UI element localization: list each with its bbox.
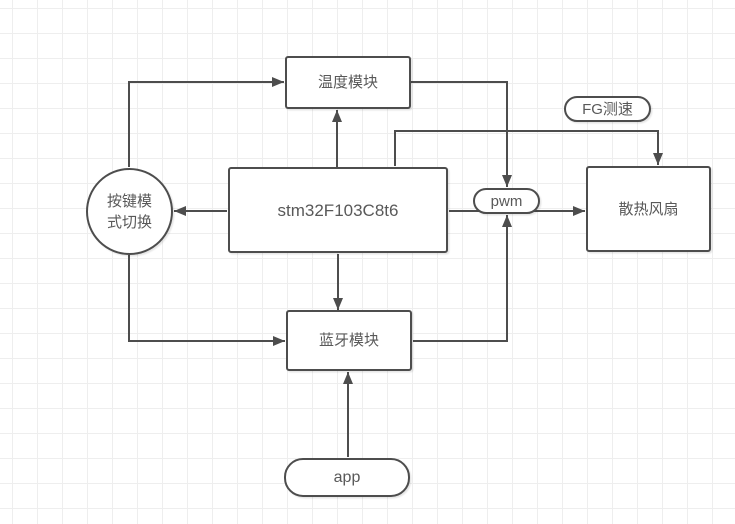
node-bluetooth-module: 蓝牙模块: [286, 310, 412, 371]
node-app: app: [284, 458, 410, 497]
fan-label: 散热风扇: [618, 200, 679, 218]
bluetooth-label: 蓝牙模块: [318, 332, 379, 349]
node-fan: 散热风扇: [586, 166, 711, 252]
edge-mcu-to-fan-fg: [394, 130, 663, 166]
edge-keymode-to-temp: [128, 77, 284, 167]
node-temp-module: 温度模块: [285, 56, 411, 109]
key-mode-label-line2: 式切换: [106, 213, 152, 231]
node-key-mode-switch: 按键模 式切换: [86, 168, 173, 255]
mcu-label: stm32F103C8t6: [277, 200, 399, 220]
edge-keymode-to-bluetooth: [128, 255, 285, 346]
node-pwm: pwm: [473, 188, 540, 214]
node-mcu: stm32F103C8t6: [228, 167, 448, 253]
temp-module-label: 温度模块: [317, 74, 378, 91]
app-label: app: [333, 469, 361, 486]
pwm-label: pwm: [490, 192, 523, 210]
fg-speed-label: FG测速: [582, 100, 633, 118]
edge-temp-to-pwm: [411, 81, 512, 187]
edge-bluetooth-to-pwm: [413, 215, 512, 342]
node-fg-speed: FG测速: [564, 96, 651, 122]
key-mode-label-line1: 按键模: [106, 192, 152, 210]
